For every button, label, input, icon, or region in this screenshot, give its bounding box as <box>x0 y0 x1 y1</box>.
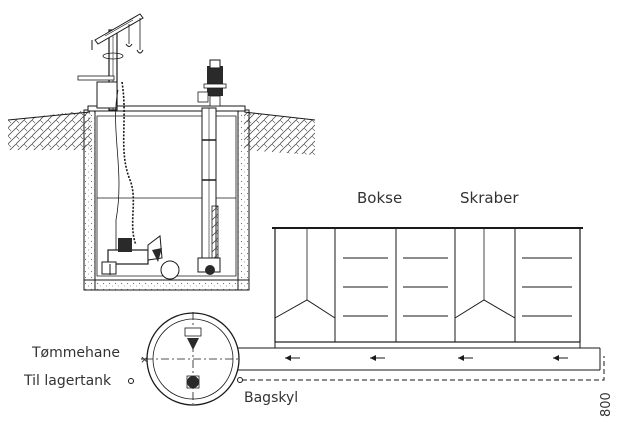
propeller-icon <box>101 235 180 280</box>
label-skraber: Skraber <box>460 189 519 207</box>
crane-icon <box>77 13 144 111</box>
arrow-left-icon <box>285 355 568 361</box>
lifting-chain <box>115 81 137 250</box>
label-tommehane-marker: × <box>140 353 149 366</box>
label-til-lagertank: Til lagertank <box>23 373 112 389</box>
soil-right <box>243 111 316 155</box>
flow-channel <box>238 342 601 371</box>
pump-column <box>197 107 221 275</box>
soil-left <box>7 110 92 150</box>
outlet-marker <box>128 378 134 384</box>
channel-boxes <box>272 227 583 343</box>
backflush-line <box>237 356 605 383</box>
corner-code: 800 <box>599 392 614 417</box>
label-bagskyl: Bagskyl <box>244 390 298 406</box>
pump-tank-plan <box>141 312 241 406</box>
label-bokse: Bokse <box>357 189 402 207</box>
label-tommehane: Tømmehane <box>31 345 120 361</box>
motor-icon <box>197 59 227 107</box>
